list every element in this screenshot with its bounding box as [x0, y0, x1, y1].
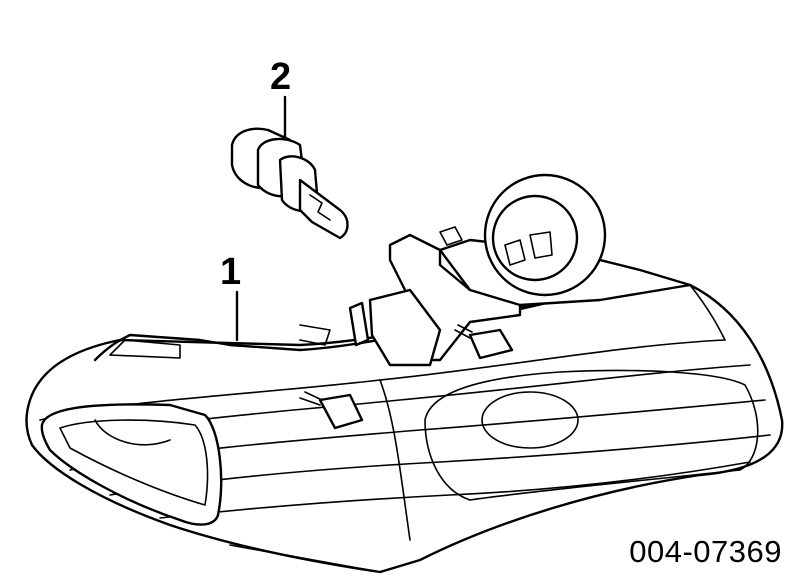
lower-connector-wires — [299, 391, 323, 406]
side-marker-inner — [59, 419, 209, 506]
socket-tab — [504, 231, 553, 266]
reflector-outline — [424, 369, 759, 501]
headlamp-bulb — [230, 127, 349, 240]
bulb-socket-bore — [491, 194, 579, 282]
wire-connector — [468, 328, 514, 360]
housing-contour — [379, 379, 411, 541]
mounting-bracket — [299, 173, 692, 430]
reflector-center — [481, 391, 579, 449]
bracket-upright — [368, 288, 442, 367]
side-marker-arc — [94, 419, 171, 446]
connector-wires — [454, 324, 473, 339]
callout-1-label: 1 — [220, 251, 242, 293]
bracket-strut — [299, 324, 331, 346]
side-marker-lens — [40, 403, 223, 526]
housing-bottom-edge — [229, 544, 381, 573]
bulb-filament — [309, 194, 331, 221]
callout-2-label: 2 — [270, 56, 292, 98]
lower-connector — [318, 393, 364, 430]
bulb-glass — [298, 178, 349, 240]
housing-top-flange — [109, 339, 181, 359]
figure-id-label: 004-07369 — [629, 534, 782, 569]
adjuster-pin — [348, 301, 370, 347]
adjuster-screw — [439, 226, 463, 246]
lens-rib-5 — [159, 461, 751, 519]
housing-corner-line — [689, 284, 726, 341]
